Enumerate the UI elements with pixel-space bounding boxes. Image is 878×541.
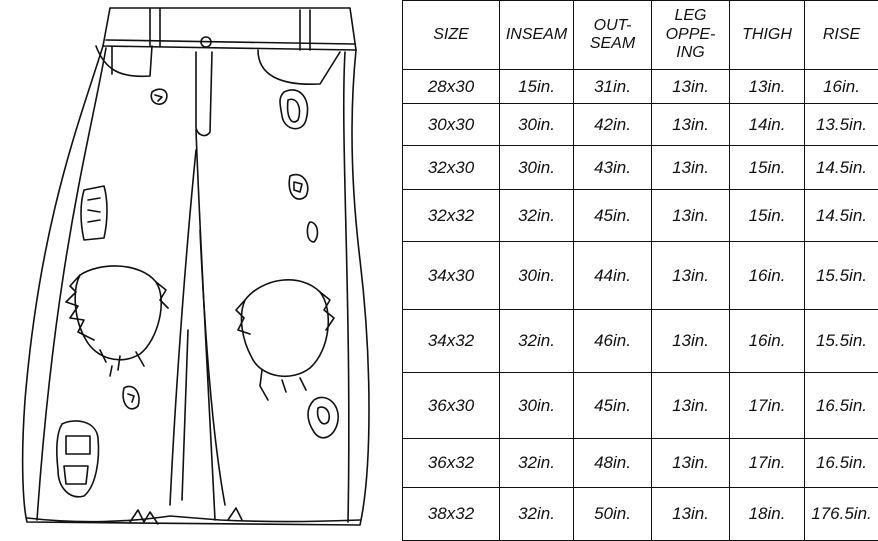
inseam-cell: 30in. <box>500 242 574 310</box>
outseam-cell: 31in. <box>574 70 652 104</box>
table-row: 32x30 30in. 43in. 13in. 15in. 14.5in. <box>403 146 878 190</box>
leg-opening-cell: 13in. <box>652 488 730 541</box>
outseam-cell: 42in. <box>574 104 652 146</box>
rise-cell: 15.5in. <box>805 310 878 373</box>
leg-opening-cell: 13in. <box>652 146 730 190</box>
table-row: 34x30 30in. 44in. 13in. 16in. 15.5in. <box>403 242 878 310</box>
size-cell: 28x30 <box>403 70 500 104</box>
size-cell: 32x30 <box>403 146 500 190</box>
outseam-cell: 43in. <box>574 146 652 190</box>
leg-opening-cell: 13in. <box>652 190 730 242</box>
rip-right-lower <box>308 397 338 437</box>
rise-cell: 13.5in. <box>805 104 878 146</box>
table-row: 32x32 32in. 45in. 13in. 15in. 14.5in. <box>403 190 878 242</box>
thigh-cell: 14in. <box>730 104 805 146</box>
rip-left-lower <box>57 421 99 497</box>
size-cell: 34x32 <box>403 310 500 373</box>
rise-cell: 16.5in. <box>805 373 878 439</box>
rip-right-upper <box>280 90 308 129</box>
inseam-cell: 30in. <box>500 146 574 190</box>
outseam-cell: 45in. <box>574 373 652 439</box>
leg-opening-cell: 13in. <box>652 373 730 439</box>
size-cell: 32x32 <box>403 190 500 242</box>
outseam-cell: 44in. <box>574 242 652 310</box>
rise-cell: 14.5in. <box>805 146 878 190</box>
rise-cell: 16in. <box>805 70 878 104</box>
thigh-cell: 16in. <box>730 242 805 310</box>
size-cell: 38x32 <box>403 488 500 541</box>
outseam-cell: 45in. <box>574 190 652 242</box>
table-row: 34x32 32in. 46in. 13in. 16in. 15.5in. <box>403 310 878 373</box>
header-size: SIZE <box>403 1 500 70</box>
rise-cell: 176.5in. <box>805 488 878 541</box>
inseam-cell: 32in. <box>500 310 574 373</box>
rip-left-knee <box>75 266 161 360</box>
inseam-cell: 32in. <box>500 488 574 541</box>
thigh-cell: 17in. <box>730 373 805 439</box>
outseam-cell: 46in. <box>574 310 652 373</box>
left-pocket <box>96 46 152 76</box>
header-inseam: INSEAM <box>500 1 574 70</box>
outseam-cell: 48in. <box>574 439 652 488</box>
right-pocket <box>258 50 340 84</box>
leg-opening-cell: 13in. <box>652 104 730 146</box>
leg-opening-cell: 13in. <box>652 310 730 373</box>
inseam-cell: 32in. <box>500 190 574 242</box>
leg-opening-cell: 13in. <box>652 70 730 104</box>
outseam-cell: 50in. <box>574 488 652 541</box>
jeans-illustration <box>0 0 400 540</box>
thigh-cell: 18in. <box>730 488 805 541</box>
rip-left-small <box>123 386 139 408</box>
rise-cell: 16.5in. <box>805 439 878 488</box>
fly-seam <box>196 52 212 135</box>
size-cell: 30x30 <box>403 104 500 146</box>
table-row: 36x30 30in. 45in. 13in. 17in. 16.5in. <box>403 373 878 439</box>
header-rise: RISE <box>805 1 878 70</box>
thigh-cell: 13in. <box>730 70 805 104</box>
thigh-cell: 15in. <box>730 146 805 190</box>
thigh-cell: 17in. <box>730 439 805 488</box>
size-cell: 36x32 <box>403 439 500 488</box>
inseam-cell: 30in. <box>500 104 574 146</box>
rip-patch-text <box>81 186 107 240</box>
size-cell: 36x30 <box>403 373 500 439</box>
rise-cell: 15.5in. <box>805 242 878 310</box>
rip-right-knee <box>241 280 328 376</box>
table-row: 38x32 32in. 50in. 13in. 18in. 176.5in. <box>403 488 878 541</box>
table-row: 28x30 15in. 31in. 13in. 13in. 16in. <box>403 70 878 104</box>
leg-opening-cell: 13in. <box>652 439 730 488</box>
leg-opening-cell: 13in. <box>652 242 730 310</box>
header-thigh: THIGH <box>730 1 805 70</box>
rise-cell: 14.5in. <box>805 190 878 242</box>
size-cell: 34x30 <box>403 242 500 310</box>
thigh-cell: 16in. <box>730 310 805 373</box>
inseam-cell: 15in. <box>500 70 574 104</box>
thigh-cell: 15in. <box>730 190 805 242</box>
header-outseam: OUT-SEAM <box>574 1 652 70</box>
rip-right-mid <box>289 175 308 200</box>
inseam-cell: 30in. <box>500 373 574 439</box>
table-row: 36x32 32in. 48in. 13in. 17in. 16.5in. <box>403 439 878 488</box>
inseam-cell: 32in. <box>500 439 574 488</box>
table-row: 30x30 30in. 42in. 13in. 14in. 13.5in. <box>403 104 878 146</box>
